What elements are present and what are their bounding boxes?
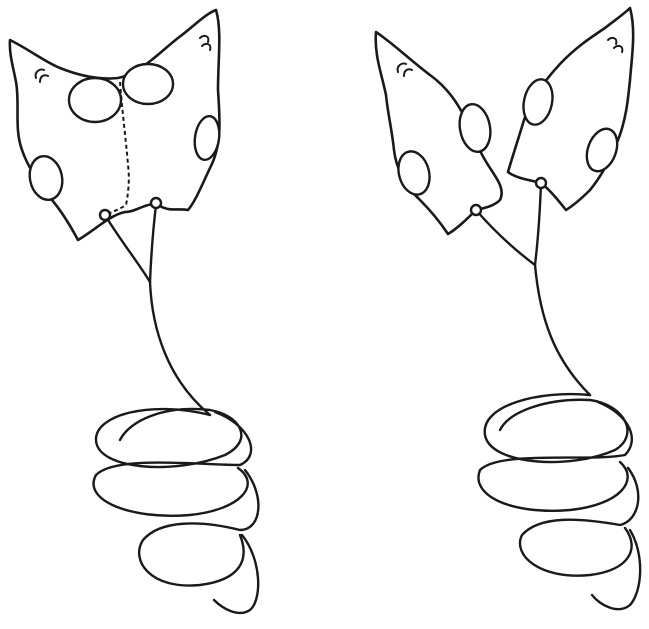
right-lead-b [535, 183, 541, 265]
left-eyelet-a [100, 210, 110, 220]
right-eyelet-b [536, 178, 546, 188]
left-lead-a [105, 215, 150, 282]
left-eyelet-b [151, 198, 161, 208]
left-lead-b [150, 205, 156, 282]
left-coil [94, 409, 259, 613]
right-eyelet-a [471, 205, 481, 215]
left-hole-top-right [123, 64, 173, 104]
left-plate [10, 10, 220, 240]
right-coil [478, 394, 640, 609]
right-main-lead [535, 265, 590, 395]
left-hole-top-left [69, 78, 121, 122]
right-panel [376, 8, 640, 609]
left-main-lead [150, 282, 210, 415]
right-lead-a [476, 210, 535, 265]
left-panel [10, 10, 259, 613]
